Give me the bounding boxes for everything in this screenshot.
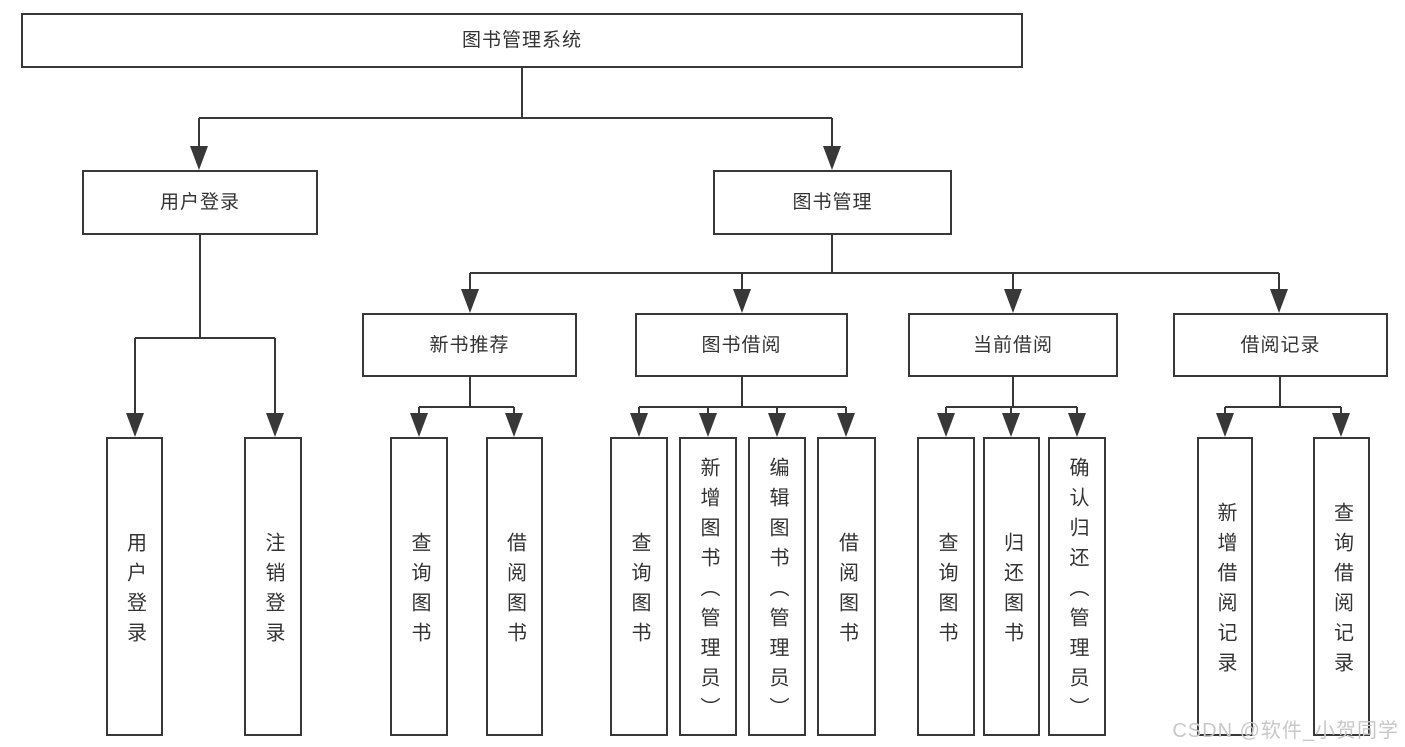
node-borrowing-records: 借阅记录 <box>1173 313 1388 377</box>
node-user-login: 用户登录 <box>82 170 318 235</box>
leaf-query-books-borrowing: 查询图书 <box>610 437 668 736</box>
leaf-edit-books-admin: 编辑图书（管理员） <box>748 437 806 736</box>
leaf-user-login: 用户登录 <box>106 437 163 736</box>
leaf-borrow-books: 借阅图书 <box>817 437 876 736</box>
node-library-management-system: 图书管理系统 <box>21 13 1023 68</box>
tree-edges <box>134 68 1342 414</box>
leaf-query-books-current: 查询图书 <box>917 437 975 736</box>
node-new-book-recommendation: 新书推荐 <box>362 313 577 377</box>
node-current-borrowing: 当前借阅 <box>908 313 1118 377</box>
leaf-query-borrow-record: 查询借阅记录 <box>1313 437 1370 736</box>
leaf-borrow-books-newbooks: 借阅图书 <box>486 437 543 736</box>
node-book-management: 图书管理 <box>713 170 952 235</box>
leaf-confirm-return-admin: 确认归还（管理员） <box>1048 437 1106 736</box>
leaf-logout: 注销登录 <box>244 437 302 736</box>
leaf-return-books: 归还图书 <box>983 437 1040 736</box>
node-book-borrowing: 图书借阅 <box>635 313 848 377</box>
arrowheads <box>126 146 1350 437</box>
leaf-add-borrow-record: 新增借阅记录 <box>1197 437 1253 736</box>
leaf-query-books-newbooks: 查询图书 <box>390 437 448 736</box>
csdn-watermark: CSDN @软件_小贺同学 <box>1172 720 1399 742</box>
leaf-add-books-admin: 新增图书（管理员） <box>679 437 737 736</box>
